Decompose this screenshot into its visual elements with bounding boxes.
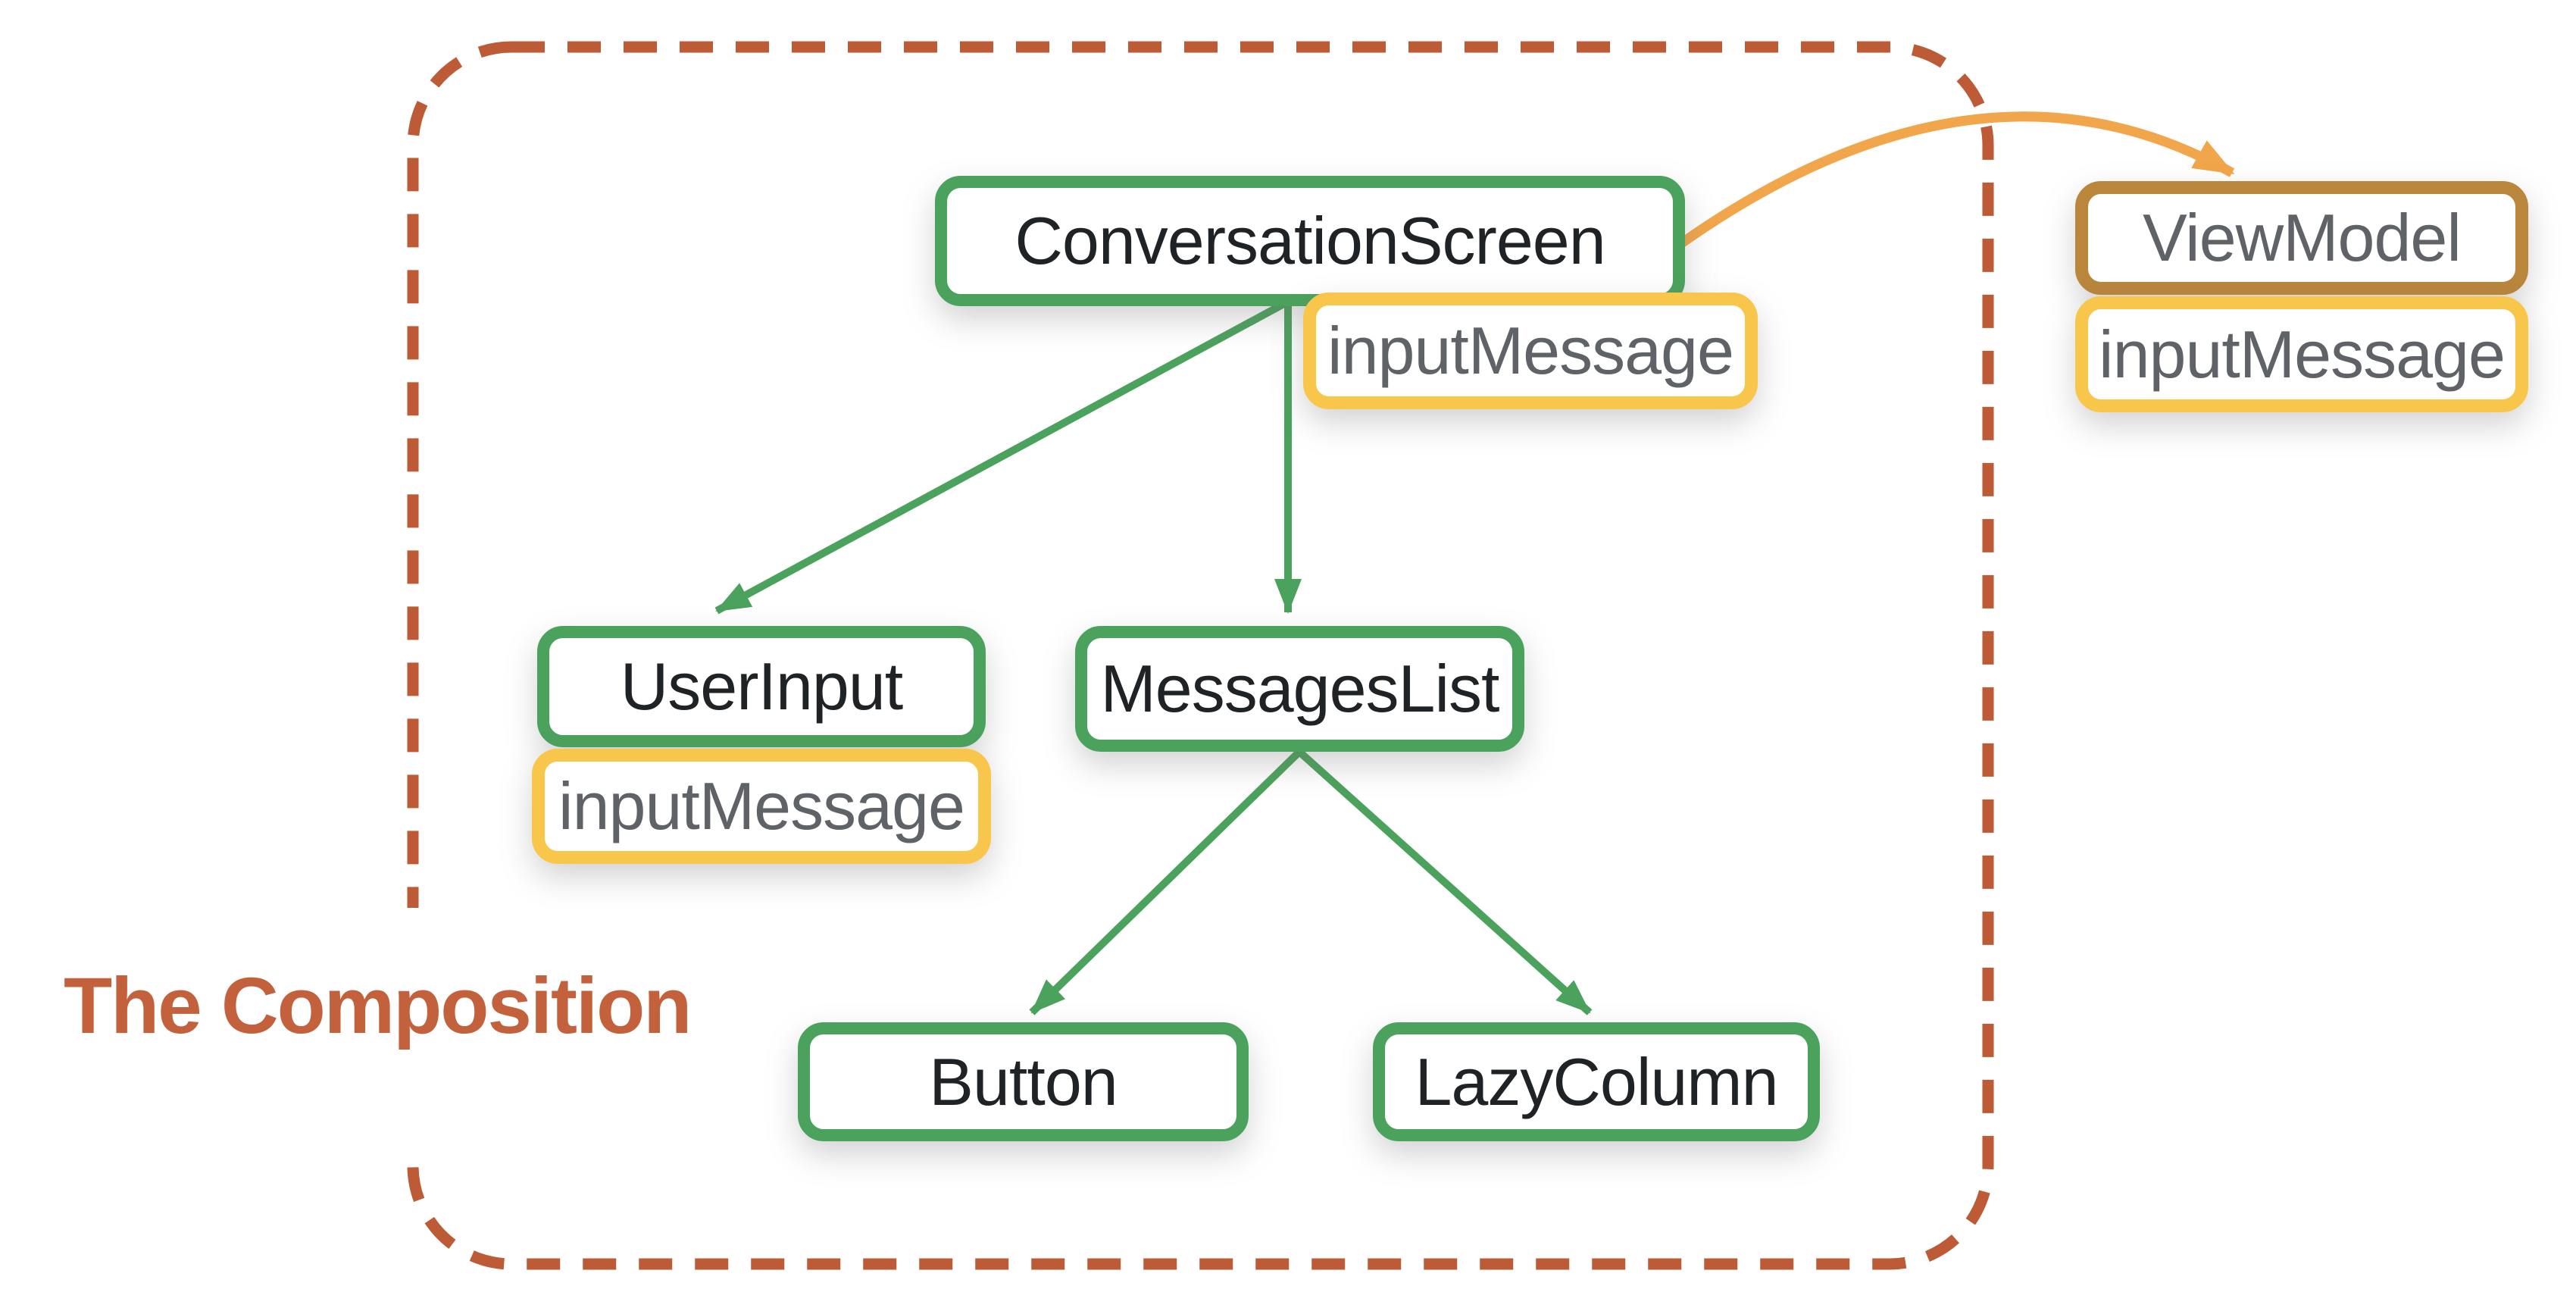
- node-messageslist: MessagesList: [1075, 626, 1524, 752]
- state-badge-inputmessage-viewmodel: inputMessage: [2075, 296, 2528, 412]
- state-badge-inputmessage-conversationscreen: inputMessage: [1303, 293, 1758, 409]
- node-lazycolumn-label: LazyColumn: [1415, 1044, 1778, 1119]
- node-conversationscreen: ConversationScreen: [935, 176, 1685, 306]
- node-button-label: Button: [929, 1044, 1118, 1119]
- edge-messageslist-lazycolumn: [1296, 749, 1593, 1015]
- diagram-title: The Composition: [64, 962, 692, 1050]
- edge-conversationscreen-viewmodel: [1677, 111, 2235, 249]
- node-lazycolumn: LazyColumn: [1373, 1022, 1820, 1141]
- state-badge-inputmessage-userinput: inputMessage: [532, 749, 991, 864]
- node-userinput-label: UserInput: [620, 649, 904, 724]
- edge-conversationscreen-userinput: [714, 298, 1290, 615]
- state-badge-label: inputMessage: [558, 768, 965, 843]
- state-badge-label: inputMessage: [2099, 316, 2506, 392]
- node-viewmodel: ViewModel: [2075, 181, 2528, 295]
- state-badge-label: inputMessage: [1327, 313, 1734, 388]
- node-viewmodel-label: ViewModel: [2143, 200, 2462, 275]
- title-backdrop: [30, 908, 697, 1162]
- composition-boundary-outline: [407, 41, 1994, 1270]
- node-userinput: UserInput: [537, 626, 986, 747]
- edge-messageslist-button: [1029, 749, 1302, 1015]
- node-conversationscreen-label: ConversationScreen: [1014, 203, 1605, 278]
- node-button: Button: [798, 1022, 1249, 1141]
- node-messageslist-label: MessagesList: [1100, 651, 1499, 726]
